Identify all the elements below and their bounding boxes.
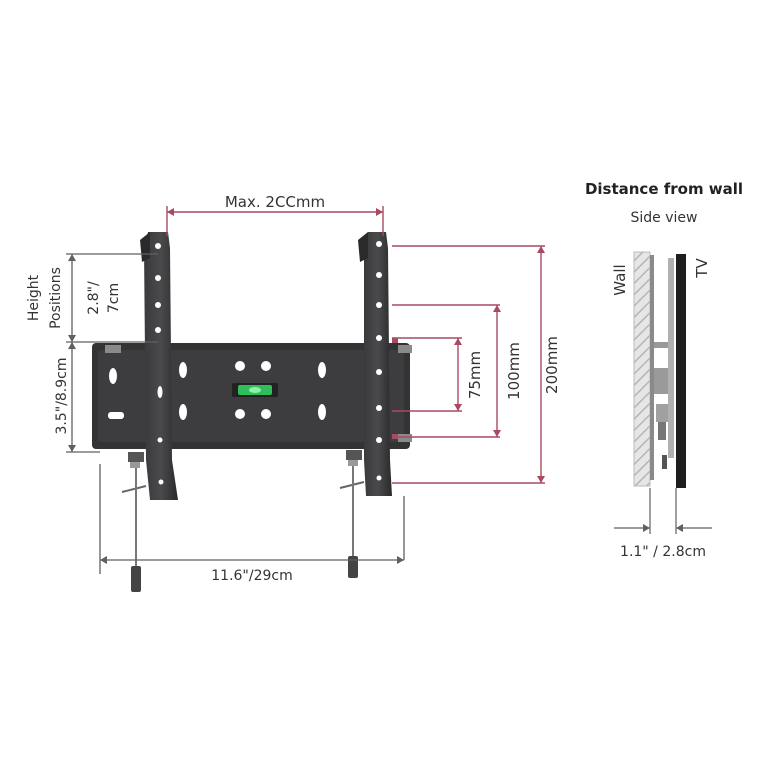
position-step-label-2: 7cm bbox=[106, 283, 122, 313]
side-distance-lines bbox=[614, 488, 712, 534]
dimension-arrows bbox=[167, 208, 545, 483]
side-view-subtitle: Side view bbox=[631, 210, 698, 226]
side-view-title: Distance from wall bbox=[585, 180, 743, 198]
side-view-diagram bbox=[633, 251, 686, 488]
grey-dimension-lines bbox=[66, 253, 405, 574]
dim-100-label: 100mm bbox=[505, 342, 523, 400]
position-step-label-1: 2.8"/ bbox=[86, 281, 102, 315]
dimension-lines bbox=[166, 206, 545, 484]
height-positions-label-1: Height bbox=[26, 274, 42, 321]
left-safety-cord bbox=[121, 452, 147, 592]
dim-200-label: 200mm bbox=[543, 336, 561, 394]
right-tv-arm bbox=[358, 232, 398, 496]
arm-width-label: 11.6"/29cm bbox=[211, 568, 292, 584]
wall-distance-label: 1.1" / 2.8cm bbox=[620, 544, 706, 560]
dim-75-label: 75mm bbox=[466, 351, 484, 399]
wall-section bbox=[633, 251, 651, 487]
tv-label: TV bbox=[693, 258, 711, 279]
max-width-label: Max. 2CCmm bbox=[225, 193, 325, 211]
height-positions-label-2: Positions bbox=[48, 267, 64, 329]
wall-label: Wall bbox=[611, 264, 629, 295]
right-safety-cord bbox=[339, 450, 365, 578]
tv-panel bbox=[676, 254, 686, 488]
plate-height-label: 3.5"/8.9cm bbox=[54, 357, 70, 434]
